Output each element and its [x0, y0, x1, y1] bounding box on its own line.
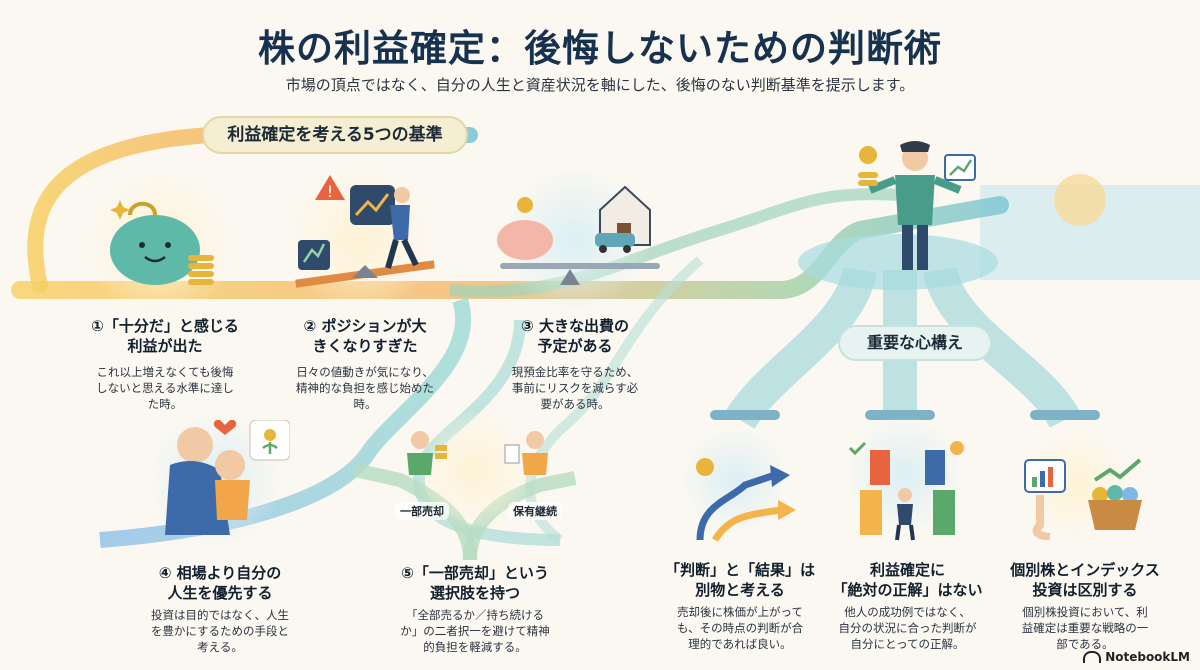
criteria-title: きくなりすぎた	[312, 337, 418, 355]
mindset-desc-line: 他人の成功例ではなく、	[844, 605, 971, 619]
criteria-desc-line: た時。	[147, 397, 183, 411]
investor-figure-icon	[858, 141, 976, 270]
criteria-desc-line: 時。	[353, 397, 377, 411]
mindset-desc: 個別株投資において、利 益確定は重要な戦略の一 部である。	[995, 604, 1175, 652]
criteria-desc-line: 考える。	[197, 640, 243, 654]
mindset-title: 「絶対の正解」はない	[832, 581, 983, 599]
criteria-item-2: ② ポジションが大 きくなりすぎた 日々の値動きが気になり、 精神的な負担を感じ…	[280, 316, 450, 412]
mindset-desc: 他人の成功例ではなく、 自分の状況に合った判断が 自分にとっての正解。	[820, 604, 995, 652]
mindset-item-3: 個別株とインデックス 投資は区別する 個別株投資において、利 益確定は重要な戦略…	[995, 560, 1175, 652]
mindset-title: 「判断」と「結果」は	[664, 561, 815, 579]
mindset-desc-line: 個別株投資において、利	[1022, 605, 1148, 619]
criteria-title: ④ 相場より自分の	[158, 564, 282, 582]
mindset-desc-line: 益確定は重要な戦略の一	[1021, 621, 1149, 635]
criteria-title: 選択肢を持つ	[429, 584, 520, 602]
mindset-desc: 売却後に株価が上がって も、その時点の判断が合 理的であれば良い。	[650, 604, 830, 652]
criteria-title: ⑤「一部売却」という	[401, 564, 549, 582]
fork-label-keep-holding: 保有継続	[508, 502, 562, 520]
mindset-title: 投資は区別する	[1032, 581, 1138, 599]
notebook-icon	[1083, 651, 1102, 663]
criteria-desc-line: 現預金比率を守るため、	[511, 365, 639, 379]
chart-basket-icon	[1024, 458, 1142, 540]
criteria-desc: 投資は目的ではなく、人生 を豊かにするための手段と 考える。	[125, 607, 315, 655]
mindset-title: 個別株とインデックス	[1010, 561, 1160, 579]
criteria-desc-line: 要がある時。	[540, 397, 610, 411]
criteria-desc-line: これ以上増えなくても後悔	[96, 365, 234, 379]
mindset-title: 利益確定に	[869, 561, 945, 579]
mindset-desc-line: 自分の状況に合った判断が	[838, 621, 977, 635]
criteria-desc-line: か」の二者択一を避けて精神	[400, 624, 550, 638]
criteria-item-1: ①「十分だ」と感じる 利益が出た これ以上増えなくても後悔 しないと思える水準に…	[70, 316, 260, 412]
criteria-desc-line: しないと思える水準に達し	[96, 381, 234, 395]
brand-name: NotebookLM	[1105, 650, 1190, 664]
criteria-title: 人生を優先する	[167, 584, 273, 602]
criteria-desc: これ以上増えなくても後悔 しないと思える水準に達し た時。	[70, 364, 260, 412]
criteria-item-5: ⑤「一部売却」という 選択肢を持つ 「全部売るか／持ち続ける か」の二者択一を避…	[375, 563, 575, 655]
mindset-desc-line: も、その時点の判断が合	[676, 621, 804, 635]
criteria-desc-line: 日々の値動きが気になり、	[296, 365, 434, 379]
criteria-title: ③ 大きな出費の	[521, 317, 629, 335]
fork-people-icon	[407, 431, 548, 475]
mindset-desc-line: 売却後に株価が上がって	[677, 605, 803, 619]
mindset-item-2: 利益確定に 「絶対の正解」はない 他人の成功例ではなく、 自分の状況に合った判断…	[820, 560, 995, 652]
criteria-desc-line: 「全部売るか／持ち続ける	[406, 608, 544, 622]
criteria-item-3: ③ 大きな出費の 予定がある 現預金比率を守るため、 事前にリスクを減らす必 要…	[495, 316, 655, 412]
criteria-title: ② ポジションが大	[303, 317, 427, 335]
brand-logo: NotebookLM	[1083, 650, 1190, 664]
doors-icon	[848, 441, 964, 541]
criteria-desc-line: 投資は目的ではなく、人生	[151, 608, 289, 622]
criteria-desc-line: 事前にリスクを減らす必	[511, 381, 639, 395]
mindset-title: 別物と考える	[695, 581, 785, 599]
criteria-desc-line: 精神的な負担を感じ始めた	[296, 381, 434, 395]
criteria-desc-line: を豊かにするための手段と	[150, 624, 290, 638]
mindset-desc-line: 部である。	[1056, 637, 1114, 651]
criteria-title: 利益が出た	[127, 337, 203, 355]
page-title: 株の利益確定：後悔しないための判断術	[258, 27, 942, 70]
arrows-icon	[696, 458, 796, 542]
seesaw-weight-icon: !	[295, 175, 435, 288]
criteria-item-4: ④ 相場より自分の 人生を優先する 投資は目的ではなく、人生 を豊かにするための…	[125, 563, 315, 655]
mindset-item-1: 「判断」と「結果」は 別物と考える 売却後に株価が上がって も、その時点の判断が…	[650, 560, 830, 652]
criteria-desc-line: 的負担を軽減する。	[423, 640, 527, 654]
mindset-desc-line: 理的であれば良い。	[688, 637, 792, 651]
mindset-desc-line: 自分にとっての正解。	[850, 637, 965, 651]
fork-label-partial-sale: 一部売却	[395, 502, 449, 520]
mindset-heading: 重要な心構え	[838, 325, 992, 361]
house-savings-icon	[497, 185, 660, 285]
svg-text:!: !	[327, 182, 333, 201]
criteria-desc: 現預金比率を守るため、 事前にリスクを減らす必 要がある時。	[495, 364, 655, 412]
criteria-title: ①「十分だ」と感じる	[91, 317, 239, 335]
criteria-desc: 「全部売るか／持ち続ける か」の二者択一を避けて精神 的負担を軽減する。	[375, 607, 575, 655]
criteria-desc: 日々の値動きが気になり、 精神的な負担を感じ始めた 時。	[280, 364, 450, 412]
family-icon	[165, 420, 290, 535]
criteria-title: 予定がある	[537, 337, 613, 355]
criteria-heading: 利益確定を考える5つの基準	[202, 116, 468, 154]
coin-purse-icon	[110, 200, 214, 285]
page-subtitle: 市場の頂点ではなく、自分の人生と資産状況を軸にした、後悔のない判断基準を提示しま…	[285, 76, 915, 94]
